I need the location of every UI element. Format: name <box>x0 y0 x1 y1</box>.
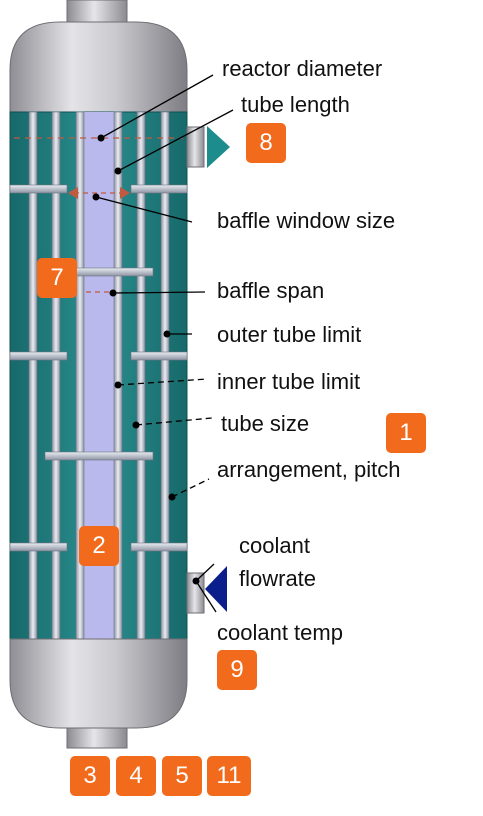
baffle <box>130 184 188 194</box>
leader-baffle-window-size <box>95 196 193 223</box>
label-baffle-window-size: baffle window size <box>217 208 396 233</box>
baffles <box>9 184 188 552</box>
leader-dot <box>168 493 176 501</box>
badge-7: 7 <box>37 258 77 298</box>
badge-8: 8 <box>246 123 286 163</box>
label-outer-tube-limit: outer tube limit <box>217 322 362 347</box>
baffle <box>9 542 68 552</box>
leader-tube-length <box>117 109 234 172</box>
label-coolant-flowrate-line1: coolant <box>239 533 310 558</box>
leader-arrangement-pitch <box>171 478 210 498</box>
leader-dot <box>109 289 117 297</box>
badge-11: 11 <box>207 756 251 796</box>
label-arrangement-pitch: arrangement, pitch <box>217 457 401 482</box>
leader-baffle-span <box>112 291 206 294</box>
baffle <box>130 351 188 361</box>
leader-dot <box>97 134 105 142</box>
badge-4: 4 <box>116 756 156 796</box>
baffle-window-arrow-right <box>120 187 130 199</box>
leader-coolant-flowrate-a <box>195 563 215 582</box>
baffle <box>130 542 188 552</box>
leader-dot <box>114 381 122 389</box>
leader-dot <box>192 577 200 585</box>
leader-coolant-flowrate-b <box>195 580 217 613</box>
leader-dot <box>92 193 100 201</box>
leader-dot <box>163 330 171 338</box>
coolant-outlet-arrow <box>207 126 230 168</box>
bottom-nozzle <box>66 727 128 749</box>
label-coolant-flowrate-line2: flowrate <box>239 566 317 591</box>
leader-inner-tube-limit <box>117 378 208 386</box>
label-inner-tube-limit: inner tube limit <box>217 369 361 394</box>
label-tube-size: tube size <box>221 411 310 436</box>
badge-3: 3 <box>70 756 110 796</box>
bottom-head <box>9 638 188 729</box>
leader-dot <box>132 421 140 429</box>
baffle <box>9 184 68 194</box>
top-nozzle <box>66 0 128 25</box>
badge-5: 5 <box>162 756 202 796</box>
leader-tube-size <box>135 417 213 426</box>
badge-1: 1 <box>386 413 426 453</box>
label-tube-length: tube length <box>241 92 350 117</box>
baffle <box>9 351 68 361</box>
leader-reactor-diameter <box>100 74 214 139</box>
baffle <box>44 451 154 461</box>
badge-9: 9 <box>217 650 257 690</box>
label-reactor-diameter: reactor diameter <box>222 56 383 81</box>
coolant-outlet-nozzle <box>186 126 205 168</box>
label-baffle-span: baffle span <box>217 278 325 303</box>
baffle-window-arrow-left <box>68 187 78 199</box>
leader-dot <box>114 167 122 175</box>
top-head <box>9 21 188 113</box>
label-coolant-temp: coolant temp <box>217 620 343 645</box>
coolant-inlet-arrow <box>205 566 227 612</box>
badge-2: 2 <box>79 526 119 566</box>
